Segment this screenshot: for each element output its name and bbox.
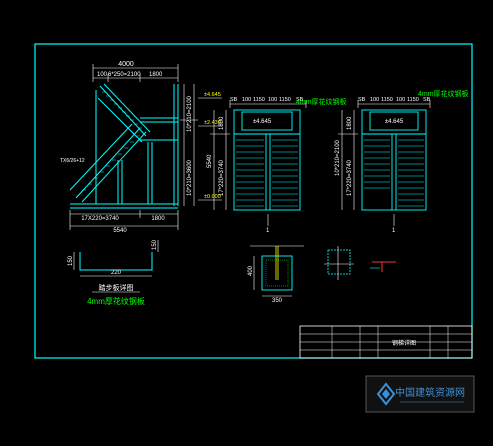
title-block: 钢梯详图 (299, 325, 473, 359)
plan-right-level: ±4.645 (385, 119, 404, 125)
step-dim-right: 150 (152, 239, 158, 250)
elev-level-top: ±4.645 (204, 92, 221, 98)
plan-right-dim-1150a: 1150 (381, 97, 393, 103)
stair-plan-left: SB 100 1150 100 1150 SB 4mm厚花纹钢板 ±4.645 … (207, 97, 347, 234)
plan-left-dim-100b: 100 (268, 97, 277, 103)
plan-left-dim-5540: 5540 (207, 154, 213, 168)
stair-plan-right: SB 100 1150 100 1150 SB 4mm厚花纹钢板 ±4.645 … (335, 89, 469, 234)
plan-left-dim-1150b: 1150 (279, 97, 291, 103)
site-watermark: 中国建筑资源网 (365, 375, 475, 413)
elev-dim-lower: 10*210=3600 (187, 159, 193, 196)
stair-elevation: 4000 100 6*250=2100 1800 (60, 61, 222, 234)
foundation-dim-height: 400 (248, 265, 254, 276)
watermark-logo-icon (376, 382, 396, 406)
elev-dim-stair: 6*250=2100 (108, 72, 141, 78)
step-detail-subtitle: 4mm厚花纹钢板 (87, 296, 145, 306)
plan-left-dim-run: 17*220=3740 (219, 159, 225, 196)
plan-left-dim-1150a: 1150 (253, 97, 265, 103)
elev-dim-100: 100 (97, 72, 108, 78)
elev-level-mid: ±2.430 (204, 120, 221, 126)
step-dim-height: 150 (68, 255, 74, 266)
plan-right-dim-100: 100 (370, 97, 379, 103)
step-dim-width: 220 (111, 270, 122, 276)
plan-left-dim-100: 100 (242, 97, 251, 103)
elev-dim-run: 17X220=3740 (81, 216, 119, 222)
drawing-frame (34, 43, 473, 359)
step-detail-title: 踏步板详图 (99, 283, 134, 292)
elev-dim-1800: 1800 (149, 72, 163, 78)
plan-left-note: 4mm厚花纹钢板 (296, 97, 347, 106)
plan-left-level: ±4.645 (253, 119, 272, 125)
column-foundation-detail: 400 350 (248, 245, 396, 304)
plan-right-dim-run: 17*220=3740 (347, 159, 353, 196)
plan-left-dim-1800: 1800 (219, 116, 225, 130)
elev-dim-total: 5540 (113, 228, 127, 234)
elev-note: TX6/26+12 (60, 158, 85, 164)
plan-right-dim-100b: 100 (396, 97, 405, 103)
plan-right-dim-sb: SB (358, 97, 366, 103)
plan-left-dim-sb2: SB (296, 97, 304, 103)
elev-dim-4000: 4000 (118, 61, 134, 68)
plan-right-dim-1800: 1800 (347, 116, 353, 130)
elev-level-ground: ±0.000 (204, 194, 221, 200)
elev-dim-upper: 10*210=2100 (187, 95, 193, 132)
elev-dim-landing: 1800 (151, 216, 165, 222)
foundation-dim-width: 350 (272, 298, 283, 304)
plan-right-dim-upper: 10*210=2100 (335, 139, 341, 176)
plan-right-section-mark: 1 (392, 228, 396, 234)
plan-left-section-mark: 1 (266, 228, 270, 234)
plan-right-note: 4mm厚花纹钢板 (418, 89, 469, 98)
plan-left-dim-sb: SB (230, 97, 238, 103)
watermark-text: 中国建筑资源网 (395, 386, 465, 399)
step-plate-detail: 150 220 150 踏步板详图 4mm厚花纹钢板 (68, 239, 159, 306)
plan-right-dim-sb2: SB (423, 97, 431, 103)
title-block-drawing-name: 钢梯详图 (392, 339, 416, 347)
plan-right-dim-1150b: 1150 (407, 97, 419, 103)
